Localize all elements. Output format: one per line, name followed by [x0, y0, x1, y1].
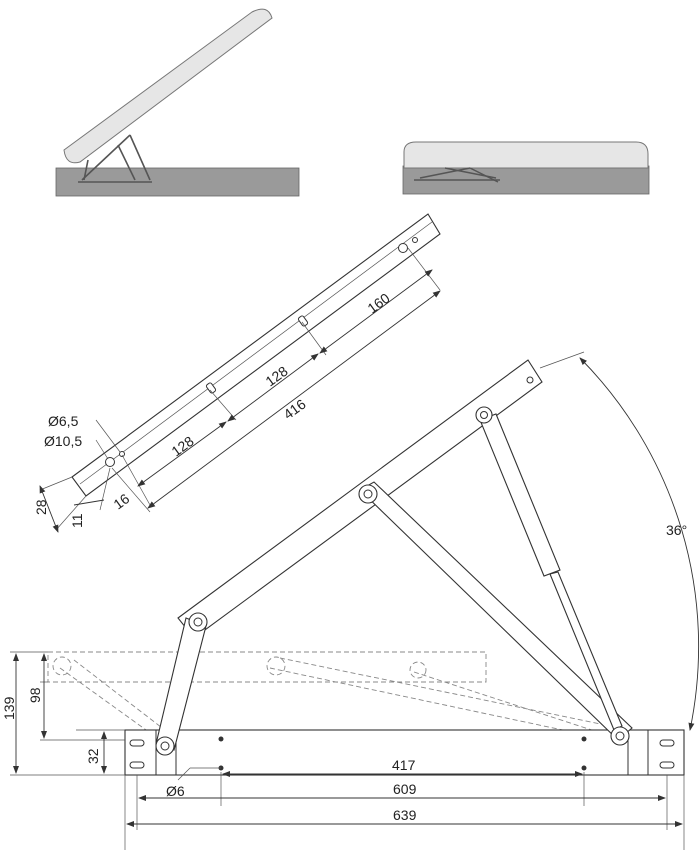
label-spacing-128-b: 128	[262, 363, 290, 390]
label-offset-11: 11	[69, 513, 85, 528]
label-height-32: 32	[85, 748, 101, 764]
label-angle: 36°	[666, 522, 687, 538]
folded-position-dashed	[47, 651, 621, 741]
mount-hole-1	[218, 736, 224, 742]
gas-spring	[475, 406, 623, 731]
label-length-609: 609	[393, 781, 417, 797]
bed-open-illustration	[55, 8, 300, 197]
bed-closed-illustration	[402, 141, 650, 195]
label-width-28: 28	[33, 499, 49, 515]
hole-small	[119, 451, 125, 457]
label-length-416: 416	[280, 396, 308, 423]
label-height-139: 139	[1, 696, 17, 720]
base-slot-3	[659, 739, 675, 747]
label-hole-mount: Ø6	[166, 783, 185, 799]
label-hole-small: Ø6,5	[48, 413, 79, 429]
label-spacing-160: 160	[364, 290, 392, 317]
rail-bar	[71, 213, 441, 497]
label-length-639: 639	[393, 807, 417, 823]
label-height-98: 98	[27, 687, 43, 703]
base-slot-1	[129, 739, 145, 747]
hole-end-small	[412, 237, 418, 243]
assembly-view: 36° 139 98 32 Ø6 417 609 639	[1, 351, 700, 850]
mattress-closed	[403, 141, 649, 169]
rail-detail: Ø6,5 Ø10,5 28 11 16 128 128 160 416	[33, 213, 441, 533]
angle-arc	[579, 357, 700, 731]
long-link	[359, 481, 633, 741]
base-plate	[124, 729, 685, 776]
label-offset-16: 16	[110, 490, 132, 512]
lift-mechanism-closed	[414, 167, 500, 183]
mount-hole-3	[581, 736, 587, 742]
base-slot-4	[659, 761, 675, 769]
base-slot-2	[129, 761, 145, 769]
mount-hole-4	[581, 765, 587, 771]
label-spacing-128-a: 128	[168, 433, 196, 460]
mattress-lifted	[63, 8, 273, 164]
label-hole-large: Ø10,5	[44, 433, 82, 449]
label-length-417: 417	[392, 757, 416, 773]
hole-end-large	[398, 243, 408, 253]
lift-mechanism-open	[78, 134, 152, 183]
top-rail-hole	[526, 376, 534, 384]
hole-large	[105, 457, 115, 467]
